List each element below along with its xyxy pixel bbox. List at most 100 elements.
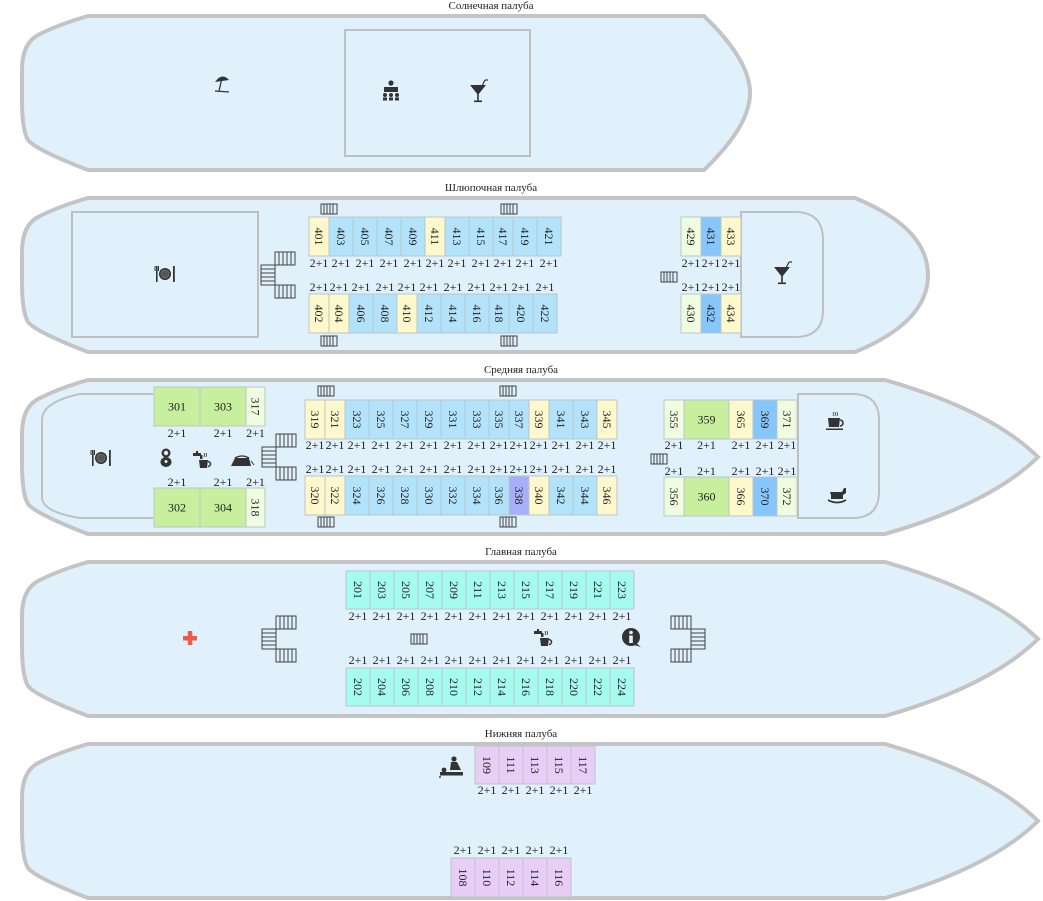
cabin-302[interactable]: 302 — [153, 487, 201, 528]
cabin-321[interactable]: 321 — [324, 399, 346, 440]
cabin-212[interactable]: 212 — [465, 667, 491, 707]
cabin-402[interactable]: 402 — [308, 293, 330, 334]
cabin-115[interactable]: 115 — [546, 745, 572, 785]
cabin-433[interactable]: 433 — [720, 216, 742, 257]
cabin-222[interactable]: 222 — [585, 667, 611, 707]
cabin-116[interactable]: 116 — [546, 857, 572, 898]
cabin-326[interactable]: 326 — [368, 475, 394, 516]
cabin-414[interactable]: 414 — [440, 293, 466, 334]
cabin-410[interactable]: 410 — [396, 293, 418, 334]
cabin-214[interactable]: 214 — [489, 667, 515, 707]
cabin-108[interactable]: 108 — [450, 857, 476, 898]
cabin-209[interactable]: 209 — [441, 570, 467, 610]
cabin-205[interactable]: 205 — [393, 570, 419, 610]
cabin-345[interactable]: 345 — [596, 399, 618, 440]
cabin-217[interactable]: 217 — [537, 570, 563, 610]
cabin-206[interactable]: 206 — [393, 667, 419, 707]
cabin-336[interactable]: 336 — [488, 475, 510, 516]
cabin-335[interactable]: 335 — [488, 399, 510, 440]
cabin-421[interactable]: 421 — [536, 216, 562, 257]
cabin-401[interactable]: 401 — [308, 216, 330, 257]
cabin-322[interactable]: 322 — [324, 475, 346, 516]
cabin-429[interactable]: 429 — [680, 216, 702, 257]
cabin-221[interactable]: 221 — [585, 570, 611, 610]
cabin-434[interactable]: 434 — [720, 293, 742, 334]
cabin-204[interactable]: 204 — [369, 667, 395, 707]
cabin-430[interactable]: 430 — [680, 293, 702, 334]
cabin-224[interactable]: 224 — [609, 667, 635, 707]
cabin-371[interactable]: 371 — [776, 399, 798, 440]
cabin-408[interactable]: 408 — [372, 293, 398, 334]
cabin-370[interactable]: 370 — [752, 476, 778, 517]
cabin-337[interactable]: 337 — [508, 399, 530, 440]
cabin-112[interactable]: 112 — [498, 857, 524, 898]
cabin-366[interactable]: 366 — [728, 476, 754, 517]
cabin-341[interactable]: 341 — [548, 399, 574, 440]
cabin-418[interactable]: 418 — [488, 293, 510, 334]
cabin-338[interactable]: 338 — [508, 475, 530, 516]
cabin-422[interactable]: 422 — [532, 293, 558, 334]
cabin-320[interactable]: 320 — [304, 475, 326, 516]
cabin-360[interactable]: 360 — [683, 476, 730, 517]
cabin-340[interactable]: 340 — [528, 475, 550, 516]
cabin-416[interactable]: 416 — [464, 293, 490, 334]
cabin-201[interactable]: 201 — [345, 570, 371, 610]
cabin-219[interactable]: 219 — [561, 570, 587, 610]
cabin-317[interactable]: 317 — [245, 386, 266, 427]
cabin-301[interactable]: 301 — [153, 386, 201, 427]
cabin-407[interactable]: 407 — [376, 216, 402, 257]
cabin-365[interactable]: 365 — [728, 399, 754, 440]
cabin-208[interactable]: 208 — [417, 667, 443, 707]
cabin-404[interactable]: 404 — [328, 293, 350, 334]
cabin-334[interactable]: 334 — [464, 475, 490, 516]
cabin-420[interactable]: 420 — [508, 293, 534, 334]
cabin-344[interactable]: 344 — [572, 475, 598, 516]
cabin-369[interactable]: 369 — [752, 399, 778, 440]
cabin-303[interactable]: 303 — [199, 386, 247, 427]
cabin-113[interactable]: 113 — [522, 745, 548, 785]
cabin-207[interactable]: 207 — [417, 570, 443, 610]
cabin-431[interactable]: 431 — [700, 216, 722, 257]
cabin-356[interactable]: 356 — [663, 476, 685, 517]
cabin-412[interactable]: 412 — [416, 293, 442, 334]
cabin-109[interactable]: 109 — [474, 745, 500, 785]
cabin-327[interactable]: 327 — [392, 399, 418, 440]
cabin-413[interactable]: 413 — [444, 216, 470, 257]
cabin-406[interactable]: 406 — [348, 293, 374, 334]
cabin-211[interactable]: 211 — [465, 570, 491, 610]
cabin-346[interactable]: 346 — [596, 475, 618, 516]
cabin-333[interactable]: 333 — [464, 399, 490, 440]
cabin-411[interactable]: 411 — [424, 216, 446, 257]
cabin-117[interactable]: 117 — [570, 745, 596, 785]
cabin-339[interactable]: 339 — [528, 399, 550, 440]
cabin-216[interactable]: 216 — [513, 667, 539, 707]
cabin-332[interactable]: 332 — [440, 475, 466, 516]
cabin-213[interactable]: 213 — [489, 570, 515, 610]
cabin-203[interactable]: 203 — [369, 570, 395, 610]
cabin-215[interactable]: 215 — [513, 570, 539, 610]
cabin-405[interactable]: 405 — [352, 216, 378, 257]
cabin-323[interactable]: 323 — [344, 399, 370, 440]
cabin-220[interactable]: 220 — [561, 667, 587, 707]
cabin-342[interactable]: 342 — [548, 475, 574, 516]
cabin-110[interactable]: 110 — [474, 857, 500, 898]
cabin-409[interactable]: 409 — [400, 216, 426, 257]
cabin-304[interactable]: 304 — [199, 487, 247, 528]
cabin-218[interactable]: 218 — [537, 667, 563, 707]
cabin-331[interactable]: 331 — [440, 399, 466, 440]
cabin-318[interactable]: 318 — [245, 487, 266, 528]
cabin-432[interactable]: 432 — [700, 293, 722, 334]
cabin-419[interactable]: 419 — [512, 216, 538, 257]
cabin-355[interactable]: 355 — [663, 399, 685, 440]
cabin-359[interactable]: 359 — [683, 399, 730, 440]
cabin-343[interactable]: 343 — [572, 399, 598, 440]
cabin-330[interactable]: 330 — [416, 475, 442, 516]
cabin-114[interactable]: 114 — [522, 857, 548, 898]
cabin-319[interactable]: 319 — [304, 399, 326, 440]
cabin-403[interactable]: 403 — [328, 216, 354, 257]
cabin-325[interactable]: 325 — [368, 399, 394, 440]
cabin-223[interactable]: 223 — [609, 570, 635, 610]
cabin-415[interactable]: 415 — [468, 216, 494, 257]
cabin-111[interactable]: 111 — [498, 745, 524, 785]
cabin-202[interactable]: 202 — [345, 667, 371, 707]
